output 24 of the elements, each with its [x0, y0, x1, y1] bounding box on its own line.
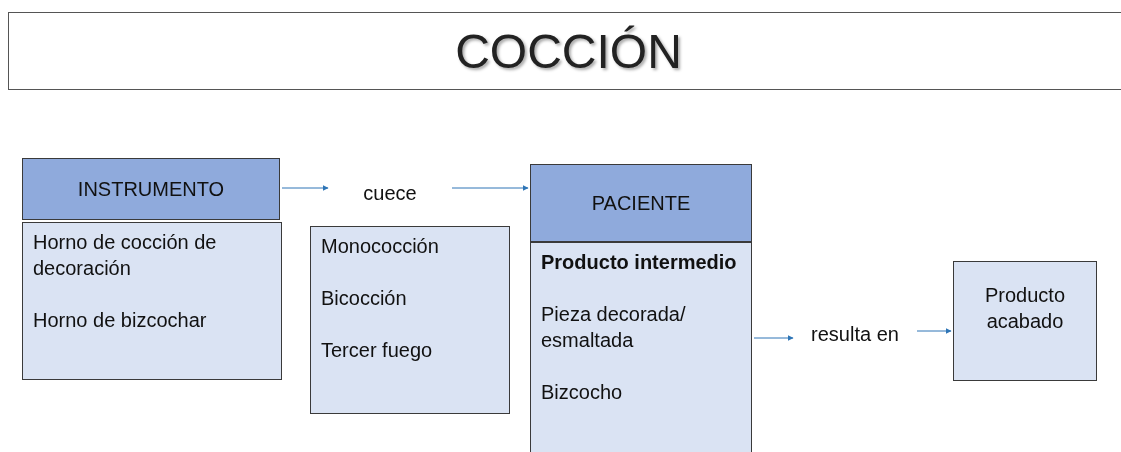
label: cuece [363, 181, 417, 205]
title: COCCIÓN [455, 23, 682, 79]
list-item: Bicocción [321, 286, 408, 311]
arrow [753, 335, 794, 341]
header-box [530, 164, 752, 242]
label: PACIENTE [591, 191, 691, 215]
content-box [310, 226, 510, 414]
list-item: Monococción [321, 234, 440, 259]
list-item: Tercer fuego [321, 338, 434, 363]
list-item: Bizcocho [541, 380, 624, 405]
list-item: Horno de bizcochar [33, 308, 208, 333]
arrow [281, 185, 329, 191]
result-box [953, 261, 1097, 381]
content-box [530, 242, 752, 452]
content-box [22, 222, 282, 380]
header-box [22, 158, 280, 220]
label: INSTRUMENTO [77, 177, 225, 201]
label: resulta en [811, 322, 899, 346]
label: Producto acabado [983, 283, 1067, 334]
arrow [916, 328, 952, 334]
arrow [451, 185, 529, 191]
list-item: Horno de cocción de decoración [33, 230, 218, 281]
list-item: Producto intermedio [541, 250, 738, 275]
list-item: Pieza decorada/ esmaltada [541, 302, 687, 353]
